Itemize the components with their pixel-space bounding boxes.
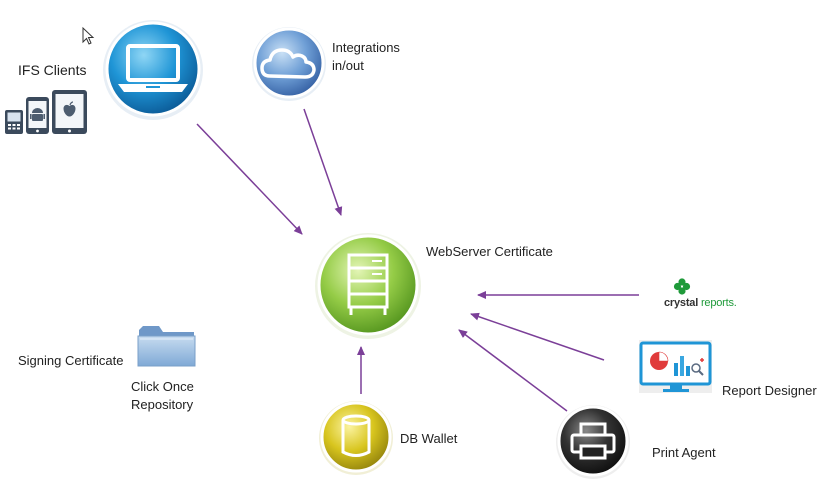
print-agent-label: Print Agent <box>652 445 716 460</box>
arrow-printagent-to-webserver <box>458 329 568 412</box>
integrations-label-line2: in/out <box>332 58 364 73</box>
apple-tablet-icon <box>52 90 87 134</box>
report-chart-icon <box>639 340 712 393</box>
db-wallet-label: DB Wallet <box>400 431 458 446</box>
database-icon <box>341 414 371 457</box>
report-designer-label: Report Designer <box>722 383 817 398</box>
crystal-word: crystal <box>664 297 699 309</box>
signing-certificate-label: Signing Certificate <box>18 353 124 368</box>
click-once-label: Click Once Repository <box>131 378 194 414</box>
integrations-label-line1: Integrations <box>332 40 400 55</box>
integrations-label: Integrations in/out <box>332 39 400 75</box>
click-once-label-line1: Click Once <box>131 379 194 394</box>
arrow-integrations-to-webserver <box>303 108 343 216</box>
server-node <box>315 233 421 339</box>
arrow-clients-to-webserver <box>196 123 303 235</box>
folder-icon <box>137 326 196 367</box>
server-icon <box>347 253 389 315</box>
crystal-reports-wordmark: crystal reports. <box>664 297 737 309</box>
arrow-designer-to-webserver <box>470 312 605 361</box>
mouse-cursor-icon <box>82 26 95 45</box>
android-phone-icon <box>26 97 49 134</box>
printer-icon <box>570 422 616 460</box>
crystal-logo-icon <box>673 278 691 295</box>
click-once-label-line2: Repository <box>131 397 194 412</box>
ifs-clients-label: IFS Clients <box>18 62 87 78</box>
blackberry-icon <box>5 110 23 134</box>
printer-node <box>556 405 630 479</box>
cloud-node <box>252 27 326 101</box>
laptop-node <box>103 20 203 120</box>
arrows <box>196 108 639 412</box>
wallet-node <box>319 401 393 475</box>
webserver-label: WebServer Certificate <box>426 244 553 259</box>
reports-word: reports. <box>700 297 737 309</box>
devices <box>5 90 87 134</box>
cloud-icon <box>260 48 316 79</box>
laptop-icon <box>118 44 188 92</box>
